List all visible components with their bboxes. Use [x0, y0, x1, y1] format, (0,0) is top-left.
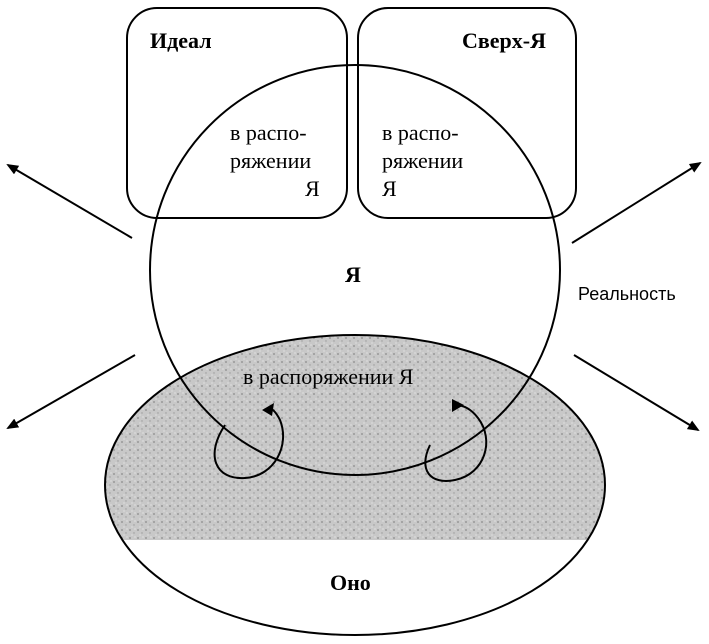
ego-circle — [149, 64, 561, 476]
ideal-sub-line3: Я — [305, 176, 320, 201]
id-region — [104, 334, 606, 636]
id-loop-arrow-left — [213, 403, 285, 480]
ego-label: Я — [345, 262, 361, 287]
superego-sub-line2: ряжении — [382, 148, 463, 173]
superego-sub-line3: Я — [382, 176, 397, 201]
arrow-upper-right — [571, 161, 702, 244]
superego-box — [357, 7, 577, 219]
id-sub-label: в распоряжении Я — [243, 364, 414, 389]
arrow-upper-left — [6, 163, 133, 239]
id-loop-arrow-right — [424, 399, 488, 482]
ideal-sub-line1: в распо- — [230, 120, 307, 145]
ideal-sub-line2: ряжении — [230, 148, 311, 173]
superego-sub-line1: в распо- — [382, 120, 459, 145]
ideal-box — [126, 7, 348, 219]
arrow-lower-left — [6, 354, 136, 429]
id-label: Оно — [330, 570, 371, 595]
reality-label: Реальность — [578, 284, 676, 304]
superego-label: Сверх-Я — [462, 28, 546, 53]
ideal-label: Идеал — [150, 28, 212, 53]
arrow-lower-right — [573, 354, 700, 432]
